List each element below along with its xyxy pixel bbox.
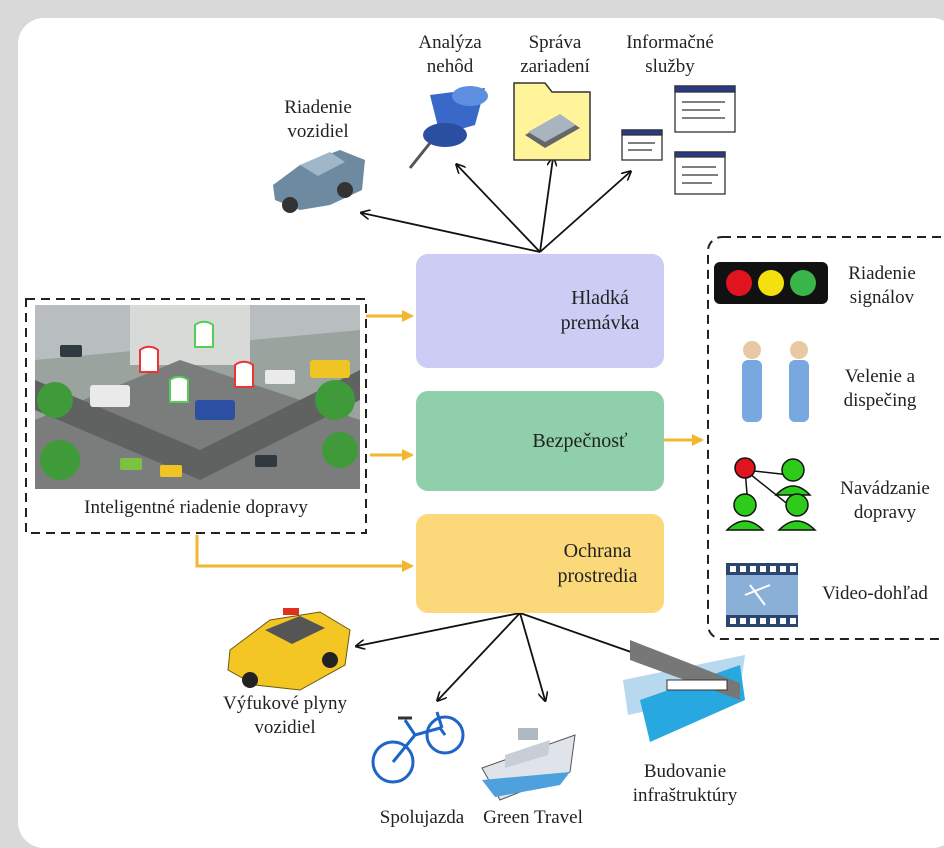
traffic-light-icon <box>714 262 828 304</box>
right-dashed-panel <box>707 236 944 640</box>
orange-arrows <box>195 310 704 572</box>
vehicle-control-icon <box>273 150 365 213</box>
network-people-icon <box>725 457 817 531</box>
diagram-graphics <box>25 82 944 801</box>
info-windows-icon <box>621 85 736 195</box>
arrow-to-carpool <box>438 612 521 700</box>
pushpin-icon <box>408 86 488 169</box>
green-travel-label: Green Travel <box>483 807 583 828</box>
arrow-to-accident-analysis <box>457 165 541 253</box>
smooth-traffic-box <box>416 254 664 368</box>
ship-icon <box>481 728 576 801</box>
safety-label: Bezpečnosť <box>532 430 628 452</box>
top-arrows <box>362 158 630 253</box>
film-strip-icon <box>726 563 798 627</box>
arrow-to-environment <box>195 535 414 572</box>
arrow-to-green-travel <box>519 612 545 700</box>
arrow-to-vehicle-control <box>362 213 541 253</box>
scanner-folder-icon <box>513 82 591 161</box>
left-dashed-panel <box>25 298 367 534</box>
arrow-to-exhaust <box>357 612 521 646</box>
traffic-scene-image <box>35 305 360 489</box>
bottom-arrows <box>357 612 668 700</box>
carpool-label: Spolujazda <box>379 807 465 828</box>
intelligent-traffic-caption: Inteligentné riadenie dopravy <box>84 497 308 518</box>
bicycle-icon <box>371 711 465 784</box>
arrow-to-device-management <box>539 158 553 253</box>
bridge-icon <box>623 640 745 742</box>
safety-box <box>416 391 664 491</box>
video-surveillance-label: Video-dohľad <box>822 583 928 604</box>
arrow-to-info-services <box>539 172 630 253</box>
people-icon <box>742 341 809 422</box>
environment-box <box>416 514 664 613</box>
taxi-icon <box>227 608 351 691</box>
